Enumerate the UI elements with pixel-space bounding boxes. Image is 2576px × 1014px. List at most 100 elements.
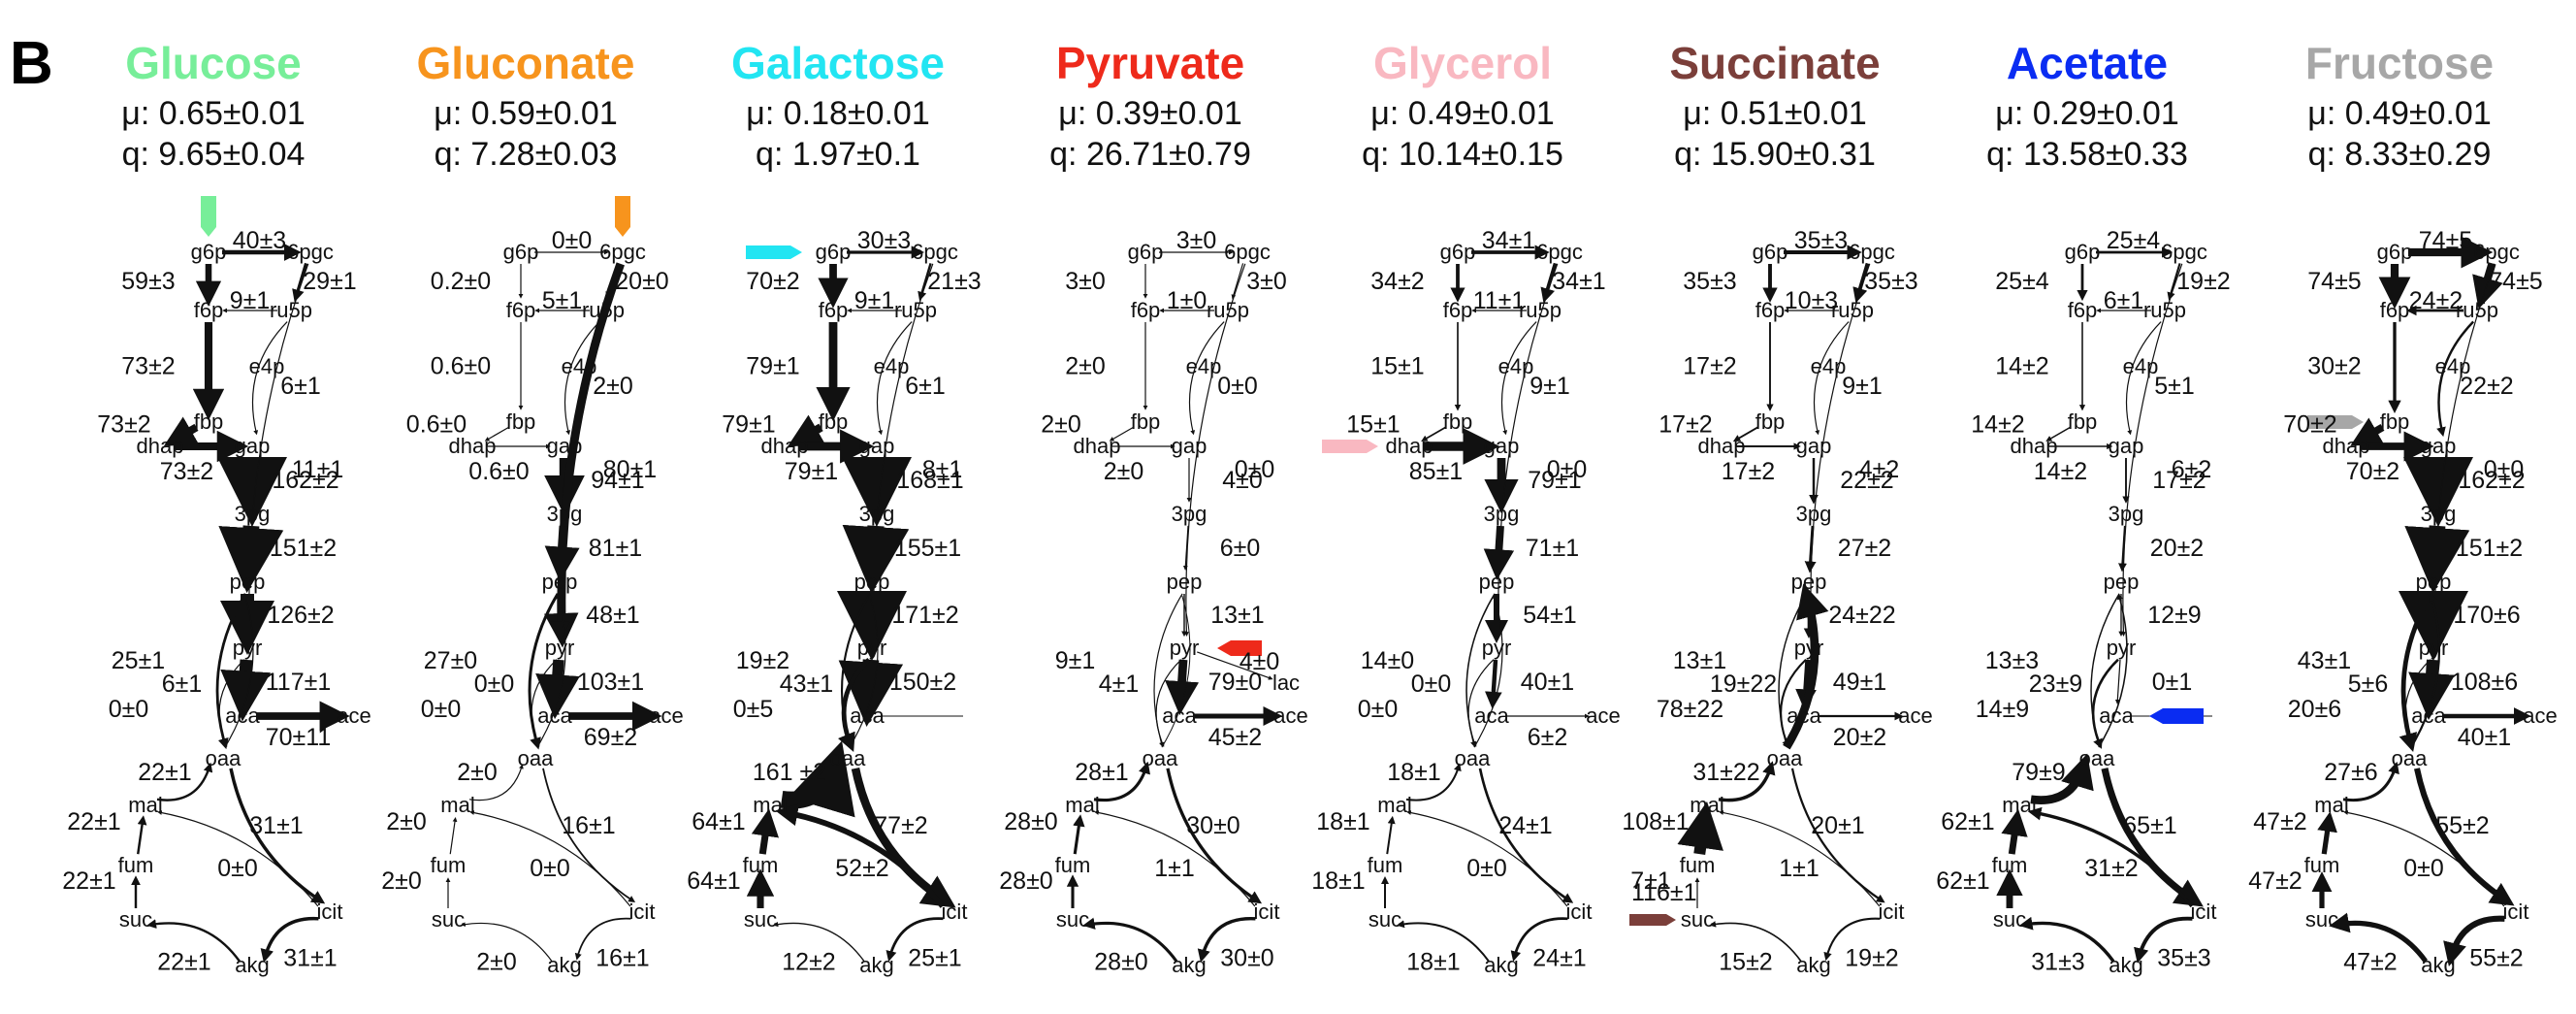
flux-value: 6±1 bbox=[905, 373, 946, 400]
metabolite-icit: icit bbox=[1566, 900, 1593, 924]
flux-value: 25±1 bbox=[112, 647, 165, 674]
flux-value: 79±1 bbox=[785, 458, 838, 485]
metabolite-f6p: f6p bbox=[194, 298, 224, 322]
metabolite-f6p: f6p bbox=[819, 298, 849, 322]
flux-value: 30±0 bbox=[1220, 945, 1273, 972]
metabolite-e4p: e4p bbox=[562, 354, 597, 378]
flux-value: 34±1 bbox=[1482, 227, 1535, 254]
flux-value: 34±1 bbox=[1552, 268, 1605, 295]
uptake-rate: q: 13.58±0.33 bbox=[1986, 136, 2188, 173]
flux-value: 35±3 bbox=[2157, 945, 2210, 972]
flux-edge-mal-oaa bbox=[2030, 753, 2094, 804]
metabolite-6pgc: 6pgc bbox=[599, 240, 646, 264]
substrate-feed-arrow bbox=[746, 245, 802, 259]
metabolite-suc: suc bbox=[432, 907, 465, 932]
flux-value: 20±2 bbox=[2150, 535, 2204, 562]
metabolite-3pg: 3pg bbox=[547, 502, 583, 526]
growth-rate: μ: 0.59±0.01 bbox=[434, 95, 618, 132]
flux-edges bbox=[1322, 245, 1590, 963]
flux-value: 0±0 bbox=[1411, 671, 1452, 698]
map-title: Acetate bbox=[2006, 38, 2169, 88]
flux-edge-akg-suc bbox=[1082, 917, 1178, 963]
flux-value: 22±1 bbox=[138, 759, 191, 786]
flux-value: 0.6±0 bbox=[431, 353, 491, 380]
flux-value: 21±3 bbox=[927, 268, 981, 295]
flux-value: 0±0 bbox=[474, 671, 515, 698]
flux-edge-6pgc-ru5p bbox=[292, 262, 308, 303]
metabolite-f6p: f6p bbox=[2068, 298, 2098, 322]
flux-value: 0±0 bbox=[530, 855, 570, 882]
metabolite-mal: mal bbox=[2314, 793, 2348, 817]
metabolite-aca: aca bbox=[1474, 703, 1509, 728]
flux-value: 171±2 bbox=[891, 602, 958, 629]
metabolite-icit: icit bbox=[2503, 900, 2529, 924]
metabolite-fbp: fbp bbox=[1443, 409, 1473, 434]
flux-value: 24±2 bbox=[2409, 287, 2463, 314]
metabolite-ace: ace bbox=[337, 703, 370, 728]
flux-value: 126±2 bbox=[267, 602, 334, 629]
flux-edges bbox=[1629, 245, 1904, 963]
flux-edge-3pg-pep bbox=[2404, 525, 2470, 594]
flux-value: 2±0 bbox=[457, 759, 498, 786]
uptake-rate: q: 9.65±0.04 bbox=[121, 136, 306, 173]
flux-value: 0±0 bbox=[217, 855, 258, 882]
metabolite-6pgc: 6pgc bbox=[2161, 240, 2207, 264]
substrate-feed-arrow bbox=[1322, 440, 1378, 453]
flux-edge-pyr-oaa bbox=[2091, 658, 2119, 749]
flux-value: 59±3 bbox=[121, 268, 175, 295]
metabolite-ru5p: ru5p bbox=[270, 298, 312, 322]
flux-value: 35±3 bbox=[1864, 268, 1917, 295]
metabolite-mal: mal bbox=[128, 793, 162, 817]
metabolite-pyr: pyr bbox=[857, 636, 887, 660]
flux-value: 79±9 bbox=[2012, 759, 2065, 786]
flux-edge-ru5p-gap bbox=[251, 321, 288, 436]
flux-value: 1±0 bbox=[1167, 287, 1208, 314]
metabolite-ace: ace bbox=[1898, 703, 1932, 728]
flux-edge-ru5p-gap bbox=[1813, 321, 1850, 436]
flux-edge-pyr-aca bbox=[1484, 659, 1502, 709]
flux-value: 22±1 bbox=[157, 949, 210, 976]
metabolite-fbp: fbp bbox=[2068, 409, 2098, 434]
flux-edge-pyr-lac bbox=[1197, 651, 1273, 680]
map-title: Glycerol bbox=[1372, 38, 1553, 88]
metabolite-akg: akg bbox=[1796, 953, 1830, 977]
flux-edge-6pgc-ru5p bbox=[1540, 262, 1558, 304]
flux-value: 23±9 bbox=[2029, 671, 2082, 698]
flux-value: 18±1 bbox=[1387, 759, 1440, 786]
flux-edge-3pg-pep bbox=[218, 525, 284, 594]
metabolite-gap: gap bbox=[547, 434, 583, 458]
flux-value: 6±1 bbox=[280, 373, 321, 400]
flux-value: 65±1 bbox=[2123, 812, 2176, 839]
flux-edge-akg-suc bbox=[772, 921, 865, 963]
flux-edge-fum-mal bbox=[751, 808, 780, 855]
metabolite-g6p: g6p bbox=[2377, 240, 2413, 264]
flux-value: 40±1 bbox=[1521, 669, 1574, 696]
metabolite-suc: suc bbox=[744, 907, 777, 932]
flux-edge-icit-akg bbox=[574, 917, 631, 961]
metabolite-pyr: pyr bbox=[1794, 636, 1824, 660]
map-title: Galactose bbox=[731, 38, 945, 88]
flux-value: 69±2 bbox=[584, 724, 637, 751]
flux-value: 0±0 bbox=[552, 227, 593, 254]
flux-edge-oaa-icit bbox=[542, 768, 636, 902]
flux-value: 45±2 bbox=[1208, 724, 1262, 751]
flux-value: 43±1 bbox=[2298, 647, 2351, 674]
flux-value: 2±0 bbox=[1104, 458, 1144, 485]
flux-edge-ru5p-gap bbox=[876, 321, 913, 436]
flux-edge-fum-mal bbox=[449, 817, 458, 855]
metabolite-pep: pep bbox=[2104, 570, 2140, 594]
flux-value: 151±2 bbox=[2456, 535, 2523, 562]
metabolite-suc: suc bbox=[1056, 907, 1089, 932]
flux-value: 9±1 bbox=[1842, 373, 1883, 400]
metabolite-oaa: oaa bbox=[1767, 746, 1803, 770]
metabolite-pyr: pyr bbox=[233, 636, 263, 660]
flux-value: 54±1 bbox=[1523, 602, 1576, 629]
flux-value: 2±0 bbox=[1041, 411, 1081, 439]
flux-edge-3pg-pep bbox=[1483, 525, 1515, 580]
